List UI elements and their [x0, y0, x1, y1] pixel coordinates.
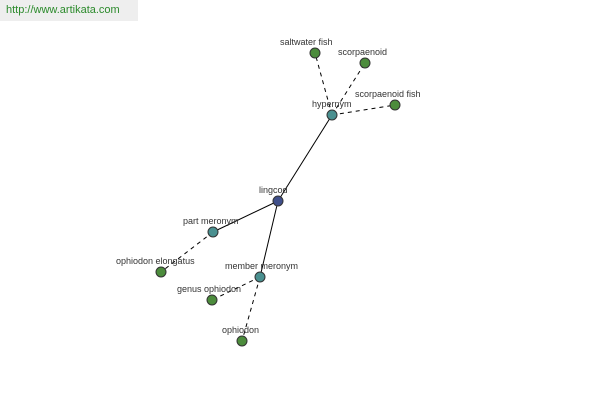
node-ophiodon-elongatus[interactable]	[155, 266, 167, 278]
graph-labels: lingcod hypernym part meronym member merony…	[116, 37, 421, 335]
node-label-genus-ophiodon: genus ophiodon	[177, 284, 241, 294]
node-scorpaenoid[interactable]	[359, 57, 371, 69]
edge-part-meronym-to-ophiodon-elongatus	[160, 231, 214, 273]
edge-lingcod-to-hypernym	[277, 114, 333, 202]
node-part-meronym[interactable]	[207, 226, 219, 238]
node-label-ophiodon: ophiodon	[222, 325, 259, 335]
site-url-link[interactable]: http://www.artikata.com	[6, 4, 120, 16]
graph-nodes	[155, 47, 401, 347]
node-ophiodon[interactable]	[236, 335, 248, 347]
edge-lingcod-to-part-meronym	[212, 200, 279, 233]
node-genus-ophiodon[interactable]	[206, 294, 218, 306]
graph-edges	[160, 52, 396, 342]
url-bar: http://www.artikata.com	[0, 0, 138, 21]
node-label-scorpaenoid: scorpaenoid	[338, 47, 387, 57]
node-label-lingcod: lingcod	[259, 185, 288, 195]
node-label-saltwater-fish: saltwater fish	[280, 37, 333, 47]
node-label-ophiodon-elongatus: ophiodon elongatus	[116, 256, 195, 266]
edge-member-meronym-to-genus-ophiodon	[211, 276, 261, 301]
node-label-member-meronym: member meronym	[225, 261, 298, 271]
node-scorpaenoid-fish[interactable]	[389, 99, 401, 111]
node-member-meronym[interactable]	[254, 271, 266, 283]
edge-hypernym-to-saltwater-fish	[314, 52, 333, 116]
edge-hypernym-to-scorpaenoid	[331, 62, 366, 116]
node-label-scorpaenoid-fish: scorpaenoid fish	[355, 89, 421, 99]
edge-member-meronym-to-ophiodon	[241, 276, 261, 342]
edge-hypernym-to-scorpaenoid-fish	[331, 104, 396, 116]
node-lingcod[interactable]	[272, 195, 284, 207]
node-label-hypernym: hypernym	[312, 99, 352, 109]
node-saltwater-fish[interactable]	[309, 47, 321, 59]
node-hypernym[interactable]	[326, 109, 338, 121]
node-label-part-meronym: part meronym	[183, 216, 239, 226]
edge-lingcod-to-member-meronym	[259, 200, 279, 278]
